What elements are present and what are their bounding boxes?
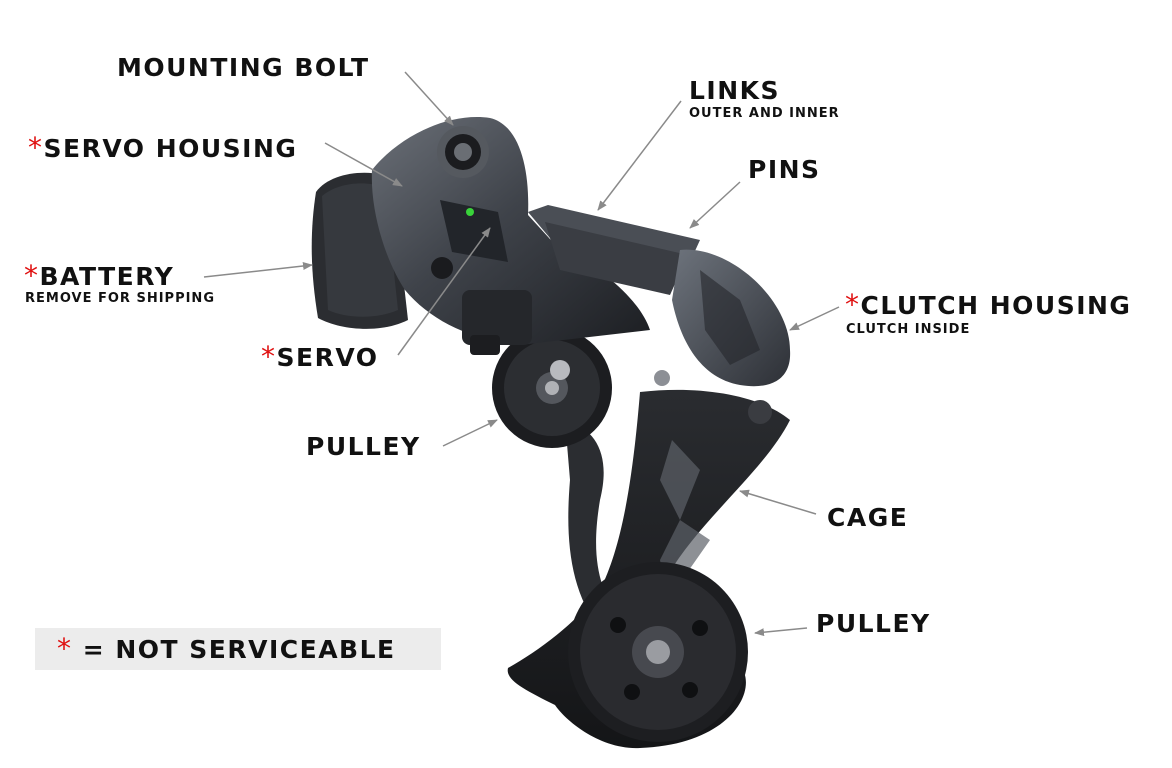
leader-lines — [203, 71, 840, 637]
status-led — [466, 208, 474, 216]
label-links: LINKS — [689, 76, 781, 105]
arrow-pulley-upper — [442, 419, 498, 447]
label-battery: *BATTERY — [24, 262, 174, 290]
legend-asterisk: * — [57, 632, 73, 665]
label-cage: CAGE — [827, 503, 909, 532]
non-serviceable-marker: * — [24, 259, 40, 292]
arrow-cage — [739, 489, 817, 515]
mounting-bolt-head — [437, 126, 489, 178]
arrow-mounting-bolt — [404, 71, 454, 126]
legend-text: * = NOT SERVICEABLE — [57, 635, 396, 663]
label-mounting-bolt: MOUNTING BOLT — [117, 55, 370, 80]
lower-pulley-wheel — [568, 562, 748, 742]
cage-pivot — [748, 400, 772, 424]
arrow-servo — [397, 227, 491, 356]
label-servo: *SERVO — [261, 343, 379, 371]
arrow-clutch-housing — [789, 306, 840, 331]
rear-derailleur-illustration — [311, 117, 791, 749]
label-servo-text: SERVO — [276, 343, 379, 372]
label-pulley-upper: PULLEY — [306, 432, 421, 461]
arrow-pulley-lower — [754, 627, 808, 637]
non-serviceable-marker: * — [28, 131, 44, 164]
label-clutch-note: CLUTCH INSIDE — [846, 322, 971, 337]
label-pins: PINS — [748, 155, 821, 184]
legend-box: * = NOT SERVICEABLE — [35, 628, 441, 670]
non-serviceable-marker: * — [261, 340, 277, 373]
b-knuckle-bolt — [431, 257, 453, 279]
label-servo-housing: *SERVO HOUSING — [28, 134, 297, 162]
label-battery-note: REMOVE FOR SHIPPING — [25, 291, 215, 306]
cage-graphic — [660, 440, 710, 600]
label-links-note: OUTER AND INNER — [689, 106, 840, 121]
upper-pulley-wheel — [492, 328, 612, 448]
arrow-pins — [689, 181, 741, 229]
arrow-servo-housing — [324, 142, 403, 187]
legend-label: = NOT SERVICEABLE — [82, 635, 396, 664]
arrow-battery — [203, 262, 313, 278]
non-serviceable-marker: * — [845, 288, 861, 321]
label-mounting-bolt-text: MOUNTING BOLT — [117, 53, 370, 82]
label-clutch-housing-text: CLUTCH HOUSING — [860, 291, 1132, 320]
cage-inner-arm — [565, 420, 620, 630]
label-battery-text: BATTERY — [39, 262, 175, 291]
servo-housing — [371, 117, 650, 346]
servo-cover — [440, 200, 508, 262]
cable-hardware — [462, 290, 532, 345]
label-clutch-housing: *CLUTCH HOUSING — [845, 291, 1131, 319]
label-pulley-lower: PULLEY — [816, 609, 931, 638]
arrow-links — [597, 100, 682, 211]
label-servo-housing-text: SERVO HOUSING — [43, 134, 298, 163]
